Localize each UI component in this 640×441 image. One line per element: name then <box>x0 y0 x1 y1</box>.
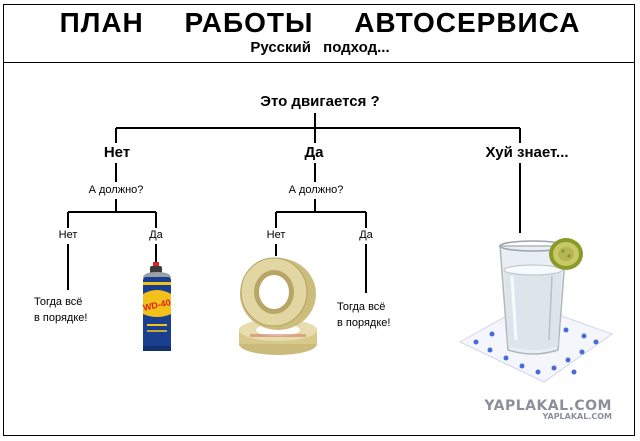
result-line-1: Тогда всё <box>337 301 386 313</box>
branch-yes-question: А должно? <box>288 184 344 196</box>
left-answer-yes: Да <box>149 229 163 241</box>
middle-answer-yes: Да <box>359 229 373 241</box>
watermark: YAPLAKAL.COM YAPLAKAL.COM <box>484 398 612 421</box>
root-question: Это двигается ? <box>260 93 380 110</box>
branch-unknown-label: Хуй знает... <box>485 144 569 161</box>
page-title: ПЛАН РАБОТЫ АВТОСЕРВИСА <box>59 7 581 38</box>
middle-answer-no: Нет <box>266 229 286 241</box>
result-line-1: Тогда всё <box>34 296 83 308</box>
result-line-2: в порядке! <box>337 317 391 329</box>
left-result-text: Тогда всё в порядке! <box>34 294 87 326</box>
branch-no-question: А должно? <box>88 184 144 196</box>
header-divider <box>3 62 635 63</box>
tape-rolls-icon <box>239 257 317 355</box>
branch-yes-label: Да <box>304 144 324 161</box>
middle-result-text: Тогда всё в порядке! <box>337 299 390 331</box>
watermark-main: YAPLAKAL.COM <box>484 398 612 414</box>
left-answer-no: Нет <box>58 229 78 241</box>
page-frame <box>3 4 635 436</box>
watermark-sub: YAPLAKAL.COM <box>542 412 612 421</box>
branch-no-label: Нет <box>103 144 131 161</box>
wd40-spray-can-icon: WD-40 <box>142 262 172 351</box>
page-subtitle: Русский подход... <box>250 39 390 56</box>
vodka-glass-with-pickle-icon <box>458 238 614 383</box>
result-line-2: в порядке! <box>34 312 88 324</box>
